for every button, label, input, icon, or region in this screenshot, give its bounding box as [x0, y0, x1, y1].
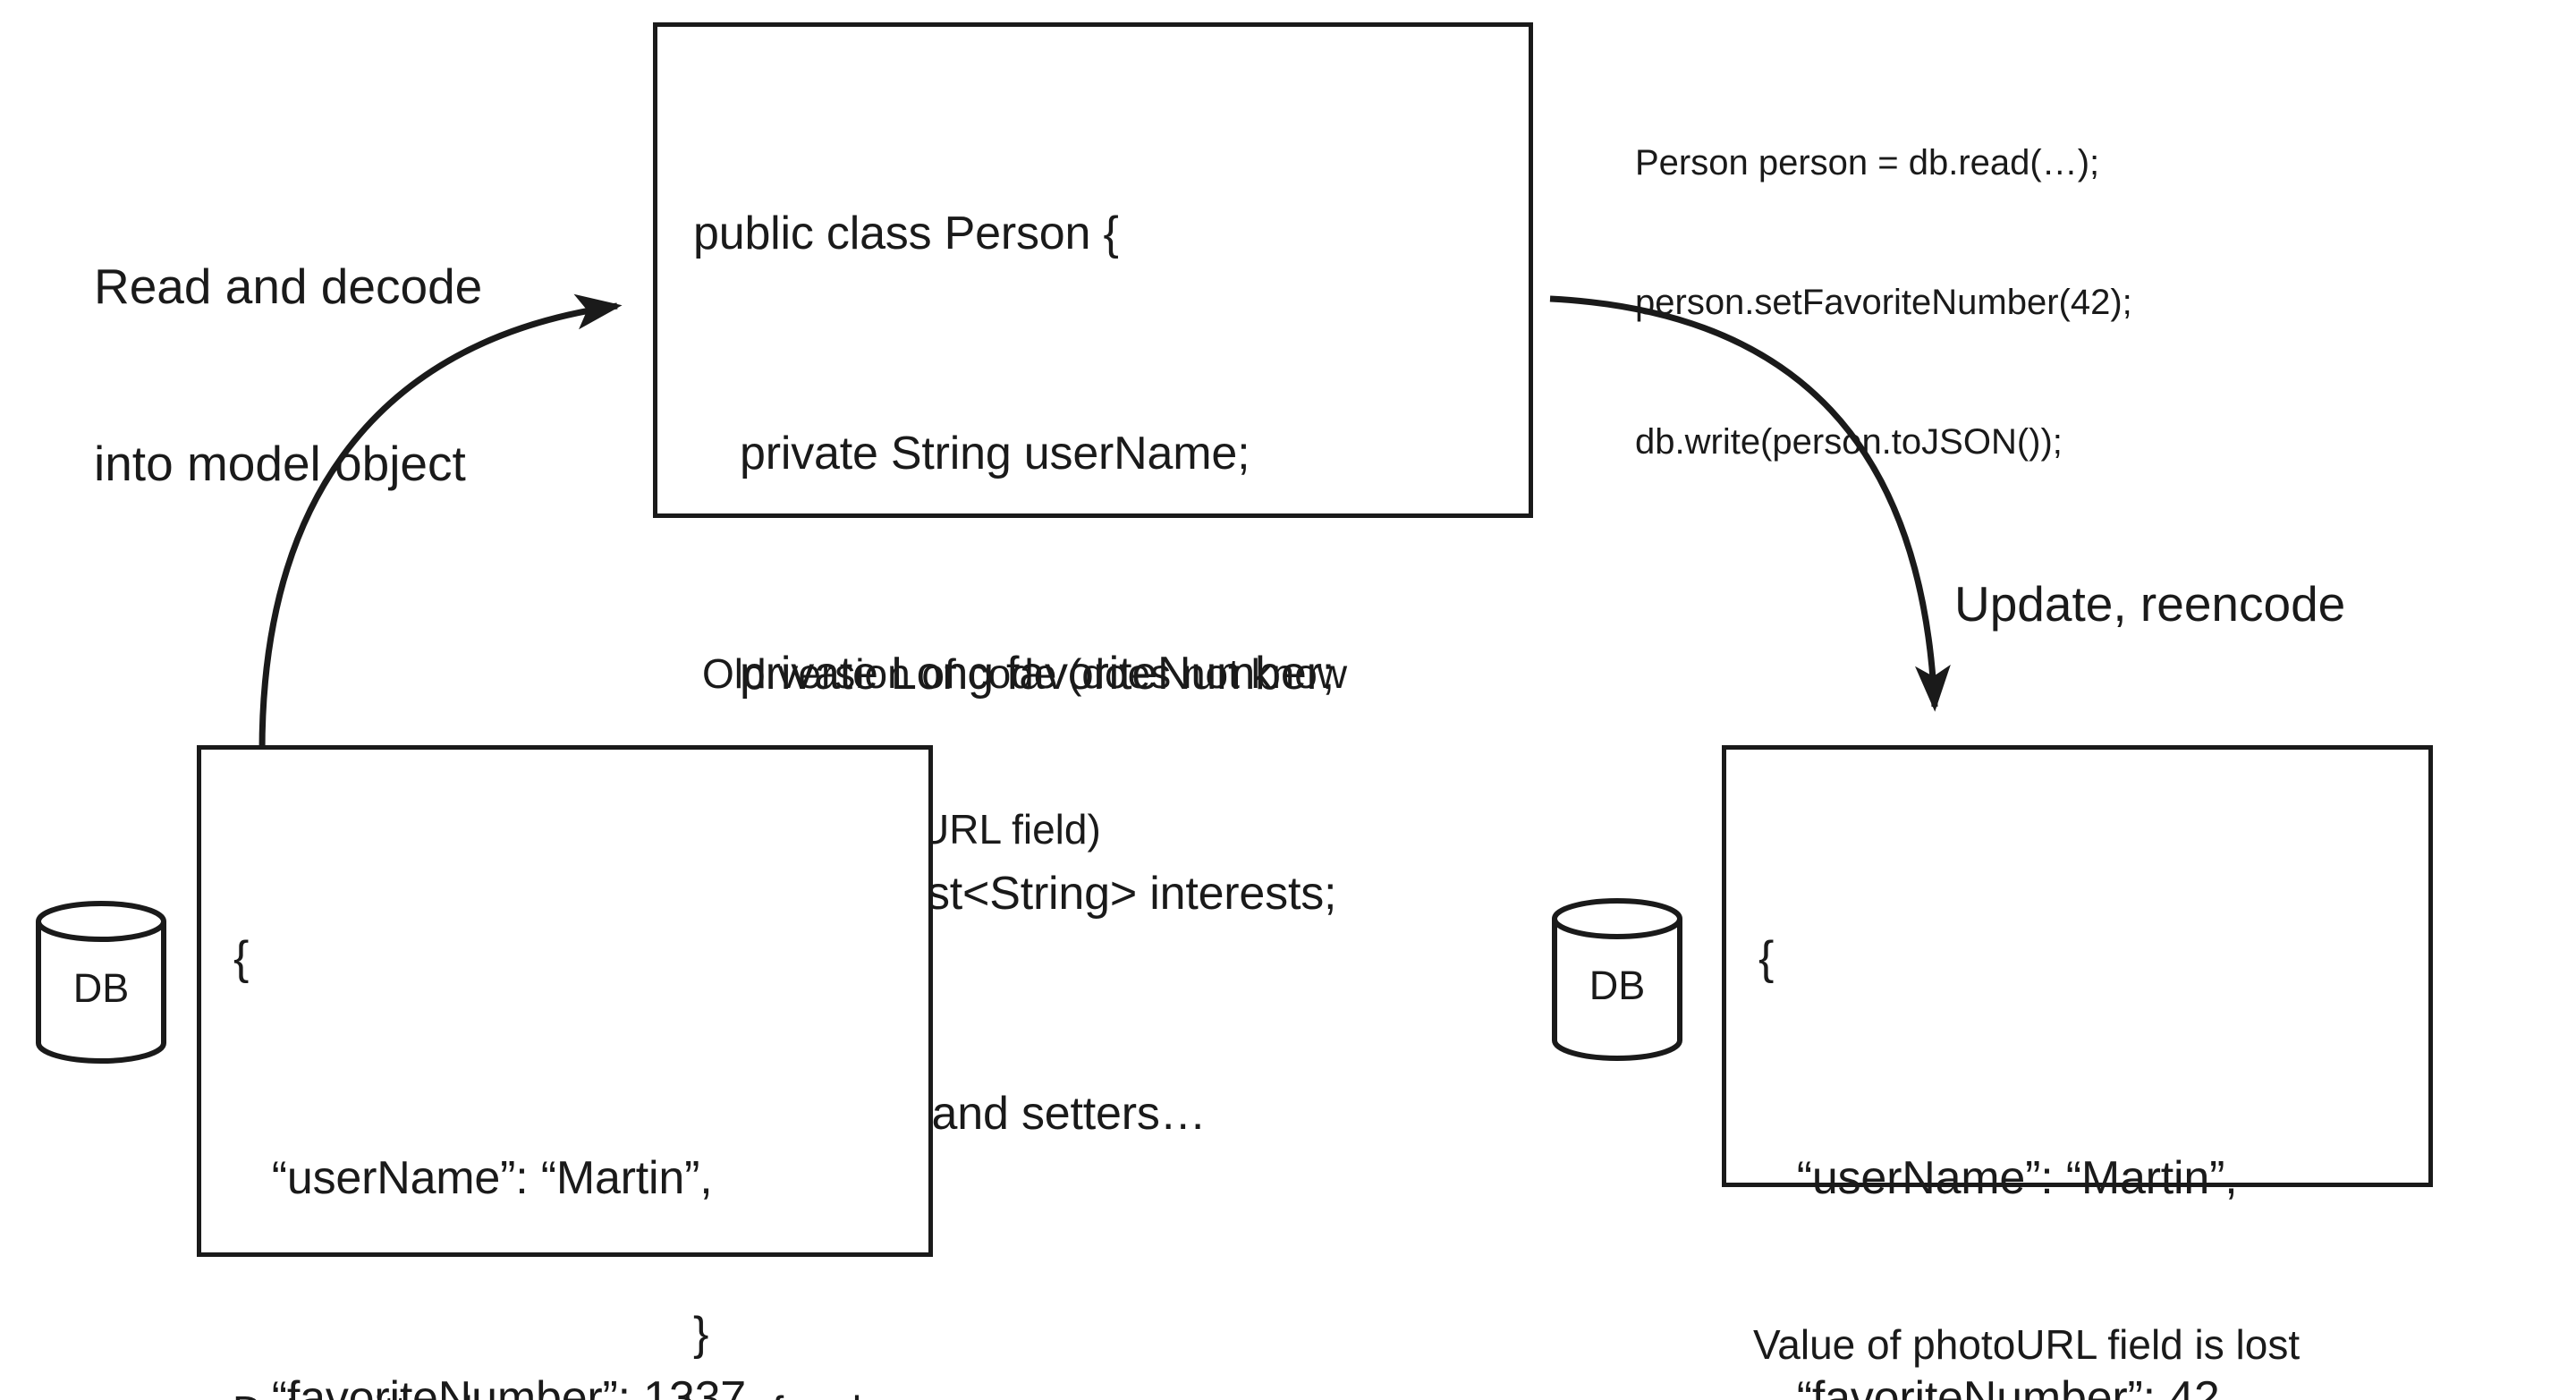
json-old-data-text: { “userName”: “Martin”, “favoriteNumber”… — [233, 775, 758, 1400]
database-cylinder-shape-left — [36, 901, 166, 1064]
json-old-data-box: { “userName”: “Martin”, “favoriteNumber”… — [197, 745, 933, 1400]
photourl-lost-caption-line1: Value of photoURL field is lost — [1753, 1321, 2301, 1368]
snippet-line-2: person.setFavoriteNumber(42); — [1635, 283, 2132, 322]
json-left-line-2: “userName”: “Martin”, — [233, 1152, 713, 1204]
json-right-line-3: “favoriteNumber”: 42, — [1758, 1372, 2233, 1400]
old-version-caption-line1: Old version of code (does not know — [702, 650, 1348, 697]
data-written-caption-line1: Data written by new version of code — [233, 1385, 885, 1400]
json-right-line-1: { — [1758, 932, 1775, 984]
data-written-caption: Data written by new version of code (inc… — [233, 1281, 885, 1400]
person-class-code-box: public class Person { private String use… — [653, 22, 1533, 1360]
json-left-line-3: “favoriteNumber”: 1337, — [233, 1372, 759, 1400]
database-icon-left: DB — [34, 901, 168, 1064]
json-new-data-text: { “userName”: “Martin”, “favoriteNumber”… — [1758, 775, 2242, 1400]
json-right-line-2: “userName”: “Martin”, — [1758, 1152, 2238, 1204]
photourl-lost-caption: Value of photoURL field is lost — [1753, 1215, 2300, 1400]
code-line-1: public class Person { — [693, 208, 1119, 259]
arrow-read-label-line1: Read and decode — [94, 259, 483, 314]
snippet-line-1: Person person = db.read(…); — [1635, 143, 2100, 182]
update-code-snippet: Person person = db.read(…); person.setFa… — [1635, 47, 2132, 558]
code-line-3: private Long favoriteNumber; — [740, 648, 1335, 700]
code-line-2: private String userName; — [740, 428, 1250, 479]
person-class-code-text: public class Person { private String use… — [693, 50, 1336, 1400]
json-new-data-box: { “userName”: “Martin”, “favoriteNumber”… — [1722, 745, 2433, 1400]
snippet-line-3: db.write(person.toJSON()); — [1635, 422, 2063, 462]
arrow-read-label: Read and decode into model object — [94, 139, 482, 611]
arrow-read-label-line2: into model object — [94, 436, 466, 491]
code-line-6: } — [693, 1308, 709, 1360]
database-cylinder-shape-right — [1552, 898, 1682, 1061]
database-icon-right: DB — [1550, 898, 1684, 1061]
arrow-write-label-line1: Update, reencode — [1954, 576, 2346, 632]
json-left-line-1: { — [233, 932, 250, 984]
